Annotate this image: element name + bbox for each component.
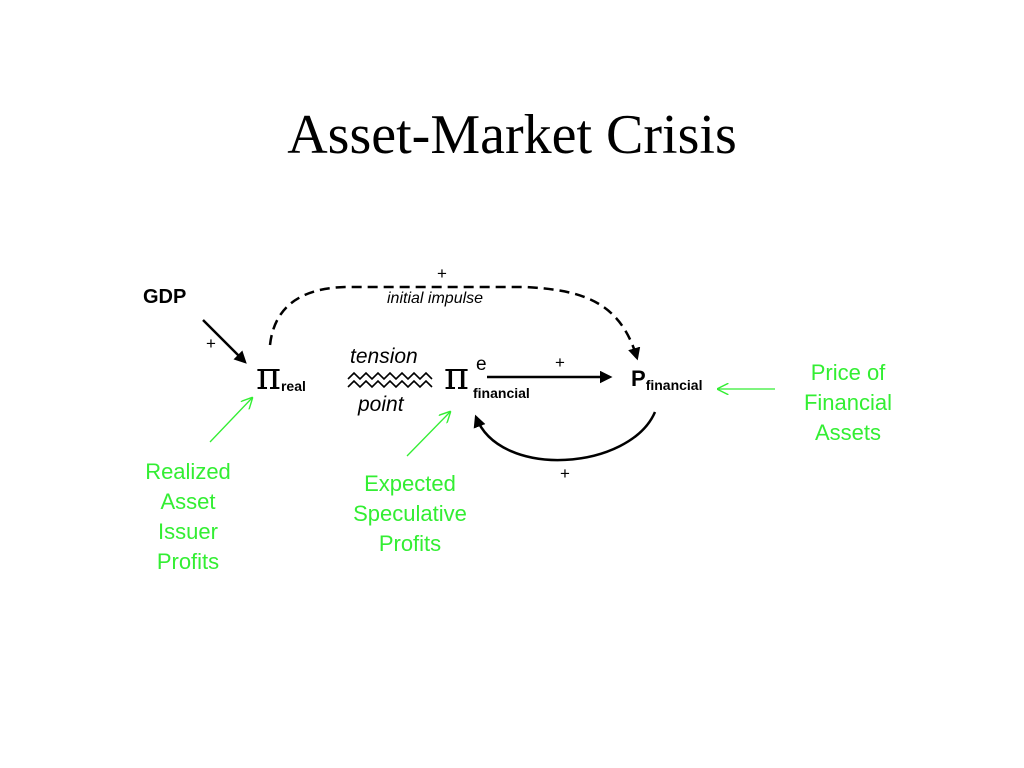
p-financial-subscript: financial bbox=[645, 377, 703, 393]
pi-financial-superscript: e bbox=[476, 354, 487, 375]
realized-line-2: Asset bbox=[160, 489, 216, 514]
expected-profits-annotation: Expected Speculative Profits bbox=[330, 469, 490, 559]
expected-line-3: Profits bbox=[378, 531, 442, 556]
p-financial-symbol: P bbox=[631, 366, 646, 391]
realized-line-4: Profits bbox=[156, 549, 220, 574]
initial-impulse-label: initial impulse bbox=[387, 290, 484, 307]
price-line-1: Price of bbox=[810, 360, 886, 385]
forward-sign: + bbox=[555, 353, 565, 372]
price-annotation: Price of Financial Assets bbox=[780, 358, 916, 448]
price-line-3: Assets bbox=[814, 420, 882, 445]
gdp-sign: + bbox=[206, 334, 216, 353]
realized-pointer-arrow bbox=[209, 398, 252, 443]
pi-real-subscript: real bbox=[280, 378, 306, 394]
point-label: point bbox=[358, 393, 404, 416]
realized-line-3: Issuer bbox=[158, 519, 218, 544]
tension-label: tension bbox=[350, 345, 418, 368]
price-line-2: Financial bbox=[803, 390, 893, 415]
expected-pointer-arrow bbox=[406, 412, 450, 457]
pi-financial-subscript: financial bbox=[473, 385, 530, 401]
expected-line-1: Expected bbox=[364, 471, 456, 496]
realized-line-1: Realized bbox=[145, 459, 231, 484]
pi-financial-symbol: π bbox=[444, 354, 469, 398]
realized-profits-annotation: Realized Asset Issuer Profits bbox=[118, 457, 258, 577]
feedback-arrow bbox=[473, 411, 657, 462]
gdp-label: GDP bbox=[143, 286, 187, 308]
page-title: Asset-Market Crisis bbox=[287, 104, 737, 166]
tension-zigzag-1 bbox=[347, 371, 433, 381]
pi-financial-node: π e financial bbox=[444, 354, 544, 406]
pi-real-symbol: π bbox=[256, 354, 281, 398]
gdp-arrow bbox=[202, 319, 247, 364]
initial-impulse-arrow bbox=[268, 285, 641, 361]
tension-zigzag-2 bbox=[347, 379, 433, 389]
p-financial-node: Pfinancial bbox=[631, 366, 703, 393]
feedback-sign: + bbox=[560, 464, 570, 483]
expected-line-2: Speculative bbox=[353, 501, 467, 526]
pi-real-node: πreal bbox=[256, 356, 306, 396]
dashed-sign: + bbox=[437, 264, 447, 283]
